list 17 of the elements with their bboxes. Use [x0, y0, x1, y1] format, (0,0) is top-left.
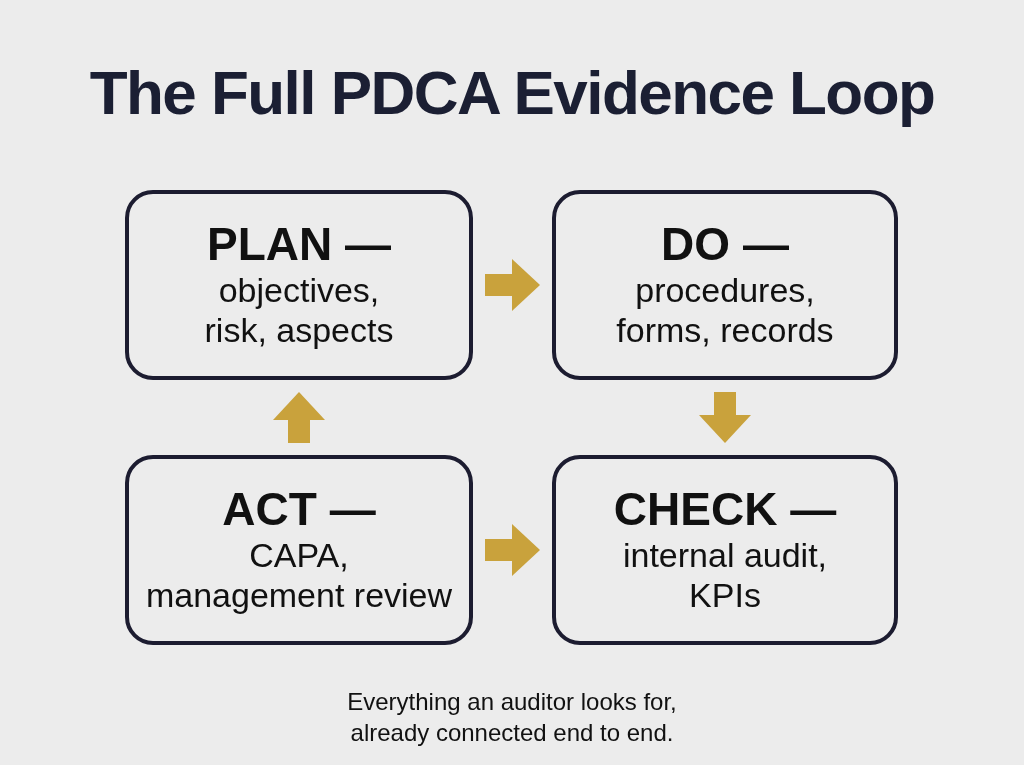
step-description: internal audit, KPIs [621, 534, 829, 617]
step-heading: PLAN — [207, 218, 391, 270]
step-description: procedures, forms, records [615, 269, 835, 352]
process-box [125, 190, 473, 380]
process-box [552, 455, 898, 645]
caption: Everything an auditor looks for, already connected end to end. [346, 687, 678, 749]
process-box [125, 455, 473, 645]
step-heading: ACT — [222, 483, 376, 535]
arrow [699, 392, 751, 443]
step-description: objectives, risk, aspects [203, 269, 395, 352]
process-box [552, 190, 898, 380]
step-description: CAPA, management review [144, 534, 454, 617]
arrow [485, 259, 540, 311]
step-heading: DO — [661, 218, 789, 270]
step-heading: CHECK — [613, 483, 837, 535]
arrow [485, 524, 540, 576]
arrow [273, 392, 325, 443]
